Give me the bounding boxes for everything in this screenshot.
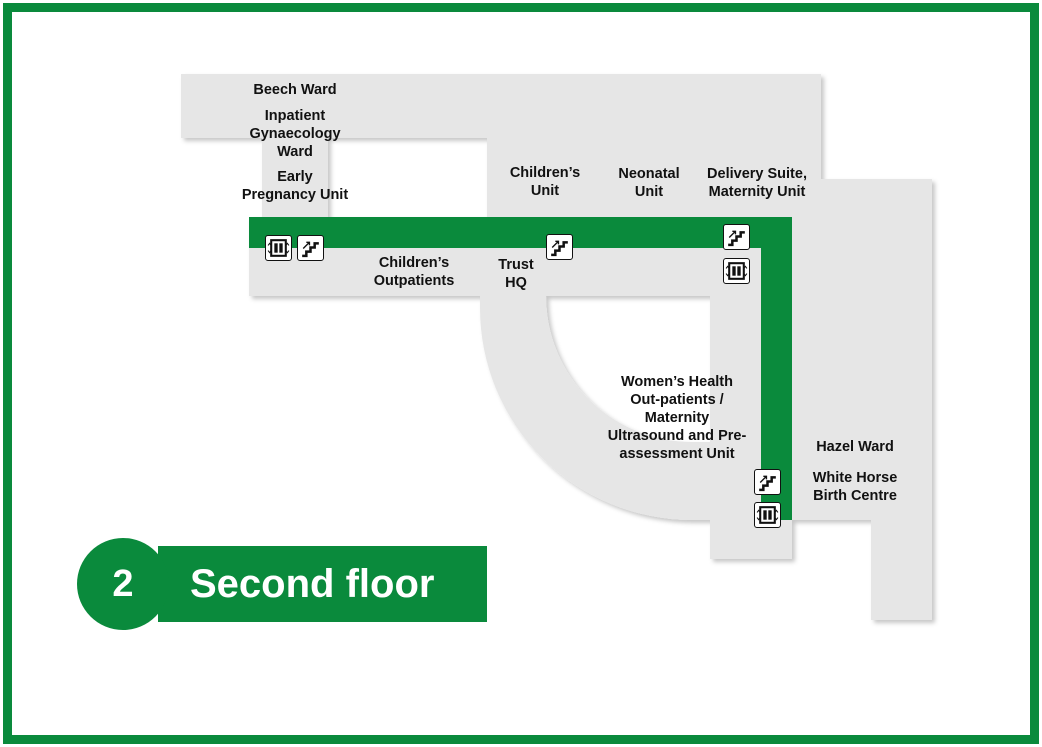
label-hazel-ward: Hazel Ward bbox=[816, 439, 894, 455]
building-gynae-link bbox=[262, 136, 328, 220]
lift-icon bbox=[265, 235, 292, 261]
stairs-icon bbox=[297, 235, 324, 261]
label-delivery-suite: Delivery Suite, Maternity Unit bbox=[707, 166, 807, 200]
stairs-icon bbox=[754, 469, 781, 495]
building-hazel-tail bbox=[871, 500, 932, 620]
building-beech-wing bbox=[181, 74, 821, 138]
label-white-horse-birth-centre: White Horse Birth Centre bbox=[812, 470, 898, 504]
label-childrens-outpatients: Children’s Outpatients bbox=[373, 255, 455, 289]
stairs-icon bbox=[723, 224, 750, 250]
corridor-horizontal bbox=[249, 217, 792, 248]
label-childrens-unit: Children’s Unit bbox=[509, 165, 581, 199]
label-inpatient-gynaecology-ward: Inpatient Gynaecology Ward bbox=[249, 108, 341, 160]
floor-name: Second floor bbox=[190, 562, 435, 606]
stairs-icon bbox=[546, 234, 573, 260]
label-trust-hq: Trust HQ bbox=[498, 257, 534, 291]
lift-icon bbox=[754, 502, 781, 528]
label-neonatal-unit: Neonatal Unit bbox=[618, 166, 680, 200]
lift-icon bbox=[723, 258, 750, 284]
label-early-pregnancy-unit: Early Pregnancy Unit bbox=[241, 169, 349, 203]
building-birth-centre bbox=[792, 179, 932, 520]
building-childrens-unit bbox=[487, 136, 821, 220]
floor-banner bbox=[158, 546, 487, 622]
floor-number-badge: 2 bbox=[77, 538, 169, 630]
label-beech-ward: Beech Ward bbox=[253, 82, 337, 98]
building-curved-wing bbox=[480, 296, 712, 520]
label-womens-health: Women’s Health Out-patients / Maternity … bbox=[607, 374, 747, 462]
